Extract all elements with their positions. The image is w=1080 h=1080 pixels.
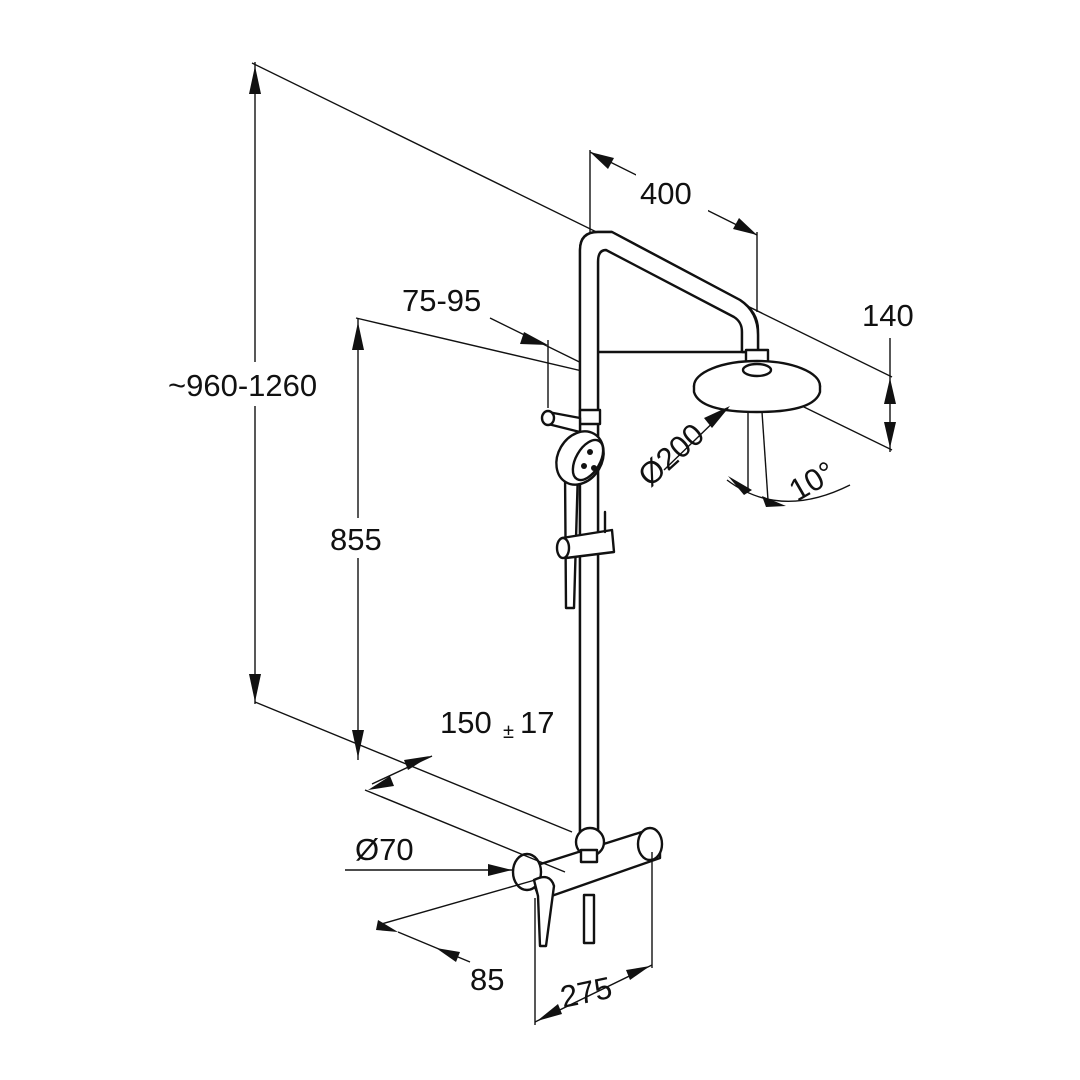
- inlet-spacing-value: 150: [440, 705, 492, 740]
- inlet-spacing-dimension: 150 ± 17: [364, 705, 566, 873]
- overhead-shower-head: [692, 348, 822, 414]
- hand-shower: [540, 408, 616, 610]
- total-height-dimension: ~960-1260: [165, 62, 893, 833]
- wall-distance-label: 75-95: [402, 283, 481, 318]
- body-width-label: 275: [557, 970, 615, 1015]
- hand-shower-height-label: 855: [330, 522, 382, 557]
- inlet-spacing-tolerance: 17: [520, 705, 554, 740]
- total-height-label: ~960-1260: [168, 368, 317, 403]
- rosette-diameter-dimension: Ø70: [345, 832, 512, 876]
- inlet-spacing-plus-minus: ±: [503, 721, 514, 743]
- wall-to-body-label: 85: [470, 962, 504, 997]
- arm-projection-label: 400: [640, 176, 692, 211]
- wall-to-body-dimension: 85: [376, 879, 536, 997]
- tilt-angle-label: 10°: [783, 454, 841, 508]
- head-offset-label: 140: [862, 298, 914, 333]
- rosette-diameter-label: Ø70: [355, 832, 414, 867]
- hand-shower-height-dimension: 855: [325, 317, 613, 760]
- tilt-angle-dimension: 10°: [726, 411, 851, 508]
- head-offset-dimension: 140: [764, 298, 914, 452]
- arm-projection-dimension: 400: [589, 150, 758, 312]
